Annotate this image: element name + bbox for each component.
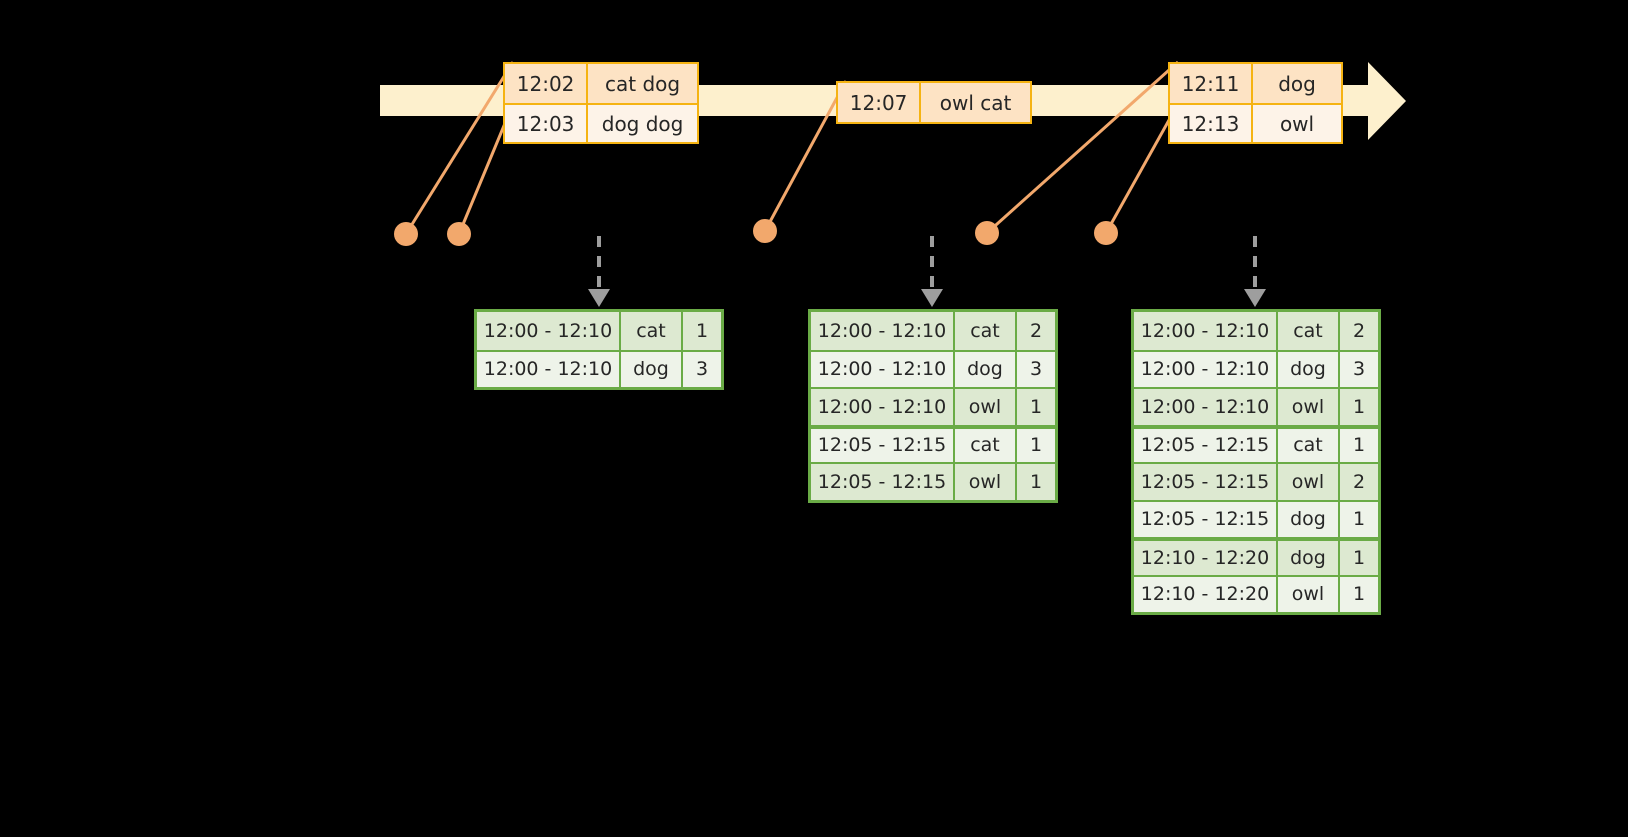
window-cell: 12:05 - 12:15 <box>1134 501 1278 537</box>
count-cell: 1 <box>1340 501 1378 537</box>
count-cell: 1 <box>1017 389 1055 425</box>
window-cell: 12:00 - 12:10 <box>811 351 955 387</box>
window-cell: 12:00 - 12:10 <box>811 312 955 350</box>
word-cell: owl <box>1278 389 1340 425</box>
count-cell: 3 <box>1017 351 1055 387</box>
window-cell: 12:05 - 12:15 <box>811 428 955 462</box>
word-cell: owl <box>1278 464 1340 500</box>
count-cell: 1 <box>1340 576 1378 612</box>
count-cell: 1 <box>1017 464 1055 500</box>
marker-dot-5 <box>1094 221 1118 245</box>
count-cell: 1 <box>1340 389 1378 425</box>
count-cell: 1 <box>1017 428 1055 462</box>
emit-arrow-1-head-icon <box>588 289 610 307</box>
count-cell: 2 <box>1340 464 1378 500</box>
marker-dots <box>394 219 1118 246</box>
timeline-arrowhead-icon <box>1368 62 1406 140</box>
count-cell: 1 <box>683 312 721 350</box>
word-cell: dog <box>955 351 1017 387</box>
event-time: 12:03 <box>505 105 589 142</box>
window-cell: 12:00 - 12:10 <box>1134 351 1278 387</box>
count-cell: 1 <box>1340 428 1378 462</box>
word-cell: cat <box>955 428 1017 462</box>
window-cell: 12:10 - 12:20 <box>1134 576 1278 612</box>
word-cell: dog <box>1278 351 1340 387</box>
marker-dot-2 <box>447 222 471 246</box>
window-cell: 12:05 - 12:15 <box>1134 428 1278 462</box>
count-cell: 1 <box>1340 541 1378 575</box>
window-cell: 12:00 - 12:10 <box>811 389 955 425</box>
word-cell: cat <box>1278 312 1340 350</box>
window-cell: 12:00 - 12:10 <box>477 351 621 387</box>
count-cell: 2 <box>1017 312 1055 350</box>
event-time: 12:13 <box>1170 105 1254 142</box>
word-cell: cat <box>1278 428 1340 462</box>
word-cell: cat <box>621 312 683 350</box>
count-cell: 2 <box>1340 312 1378 350</box>
window-cell: 12:05 - 12:15 <box>811 464 955 500</box>
emit-arrow-2-head-icon <box>921 289 943 307</box>
window-cell: 12:00 - 12:10 <box>1134 312 1278 350</box>
window-cell: 12:05 - 12:15 <box>1134 464 1278 500</box>
marker-dot-1 <box>394 222 418 246</box>
word-cell: cat <box>955 312 1017 350</box>
event-words: dog dog <box>588 105 697 142</box>
event-words: owl <box>1253 105 1341 142</box>
count-cell: 3 <box>1340 351 1378 387</box>
word-cell: owl <box>955 389 1017 425</box>
marker-dot-3 <box>753 219 777 243</box>
window-cell: 12:10 - 12:20 <box>1134 541 1278 575</box>
word-cell: dog <box>1278 501 1340 537</box>
emit-arrows <box>588 236 1266 307</box>
emit-arrow-3-head-icon <box>1244 289 1266 307</box>
window-cell: 12:00 - 12:10 <box>1134 389 1278 425</box>
word-cell: owl <box>955 464 1017 500</box>
event-time: 12:07 <box>838 83 922 122</box>
word-cell: dog <box>621 351 683 387</box>
event-words: dog <box>1253 64 1341 103</box>
marker-dot-4 <box>975 221 999 245</box>
window-cell: 12:00 - 12:10 <box>477 312 621 350</box>
event-words: cat dog <box>588 64 697 103</box>
event-words: owl cat <box>921 83 1030 122</box>
event-time: 12:11 <box>1170 64 1254 103</box>
event-time: 12:02 <box>505 64 589 103</box>
count-cell: 3 <box>683 351 721 387</box>
word-cell: owl <box>1278 576 1340 612</box>
word-cell: dog <box>1278 541 1340 575</box>
